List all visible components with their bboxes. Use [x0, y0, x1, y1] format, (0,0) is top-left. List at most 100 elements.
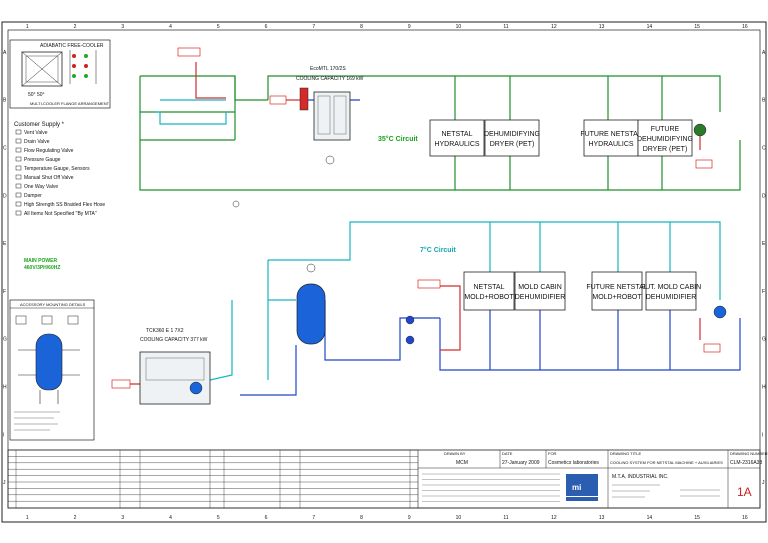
upper-equipment-caption: COOLING CAPACITY 169 kW [296, 76, 364, 82]
row-marker: F [762, 289, 765, 295]
lower-valve-group [713, 305, 727, 319]
legend-item: Manual Shut Off Valve [24, 175, 74, 181]
column-marker: 12 [551, 515, 557, 521]
column-marker: 4 [169, 515, 172, 521]
row-marker: B [762, 98, 766, 104]
user-unit-box [583, 119, 639, 157]
inset-top: ADIABATIC FREE-COOLER 50° 50° MULTI-COOL… [9, 39, 111, 109]
user-unit-label: DEHUMIDIFYING [484, 131, 540, 138]
for-label: FOR [548, 451, 557, 456]
legend-symbol-icon [15, 183, 22, 189]
upper-circuit-label: 35°C Circuit [378, 135, 418, 143]
legend-symbol-icon [15, 138, 22, 144]
legend-symbol-icon [15, 129, 22, 135]
column-marker: 4 [169, 24, 172, 30]
title-label: DRAWING TITLE [610, 451, 641, 456]
user-unit-label: MOLD+ROBOT [592, 294, 642, 301]
legend-item: High Strength SS Braided Flex Hose [24, 202, 105, 208]
row-marker: I [762, 432, 763, 438]
company-logo-text: mi [572, 483, 581, 492]
lower-equipment-code: TCK360 E 1 7X2 [146, 328, 184, 334]
air-cooled-chiller [139, 351, 211, 405]
row-marker: H [762, 385, 766, 391]
buffer-tank [296, 283, 326, 345]
user-unit-label: DEHUMIDIFIER [515, 294, 566, 301]
upper-valve-group [693, 123, 707, 137]
legend-symbol-icon [15, 147, 22, 153]
upper-equipment-code: EcoMTL 170/2S [310, 66, 346, 72]
adiabatic-cooler [313, 91, 351, 141]
row-marker: J [3, 480, 6, 486]
column-marker: 13 [599, 24, 605, 30]
legend-symbol-icon [15, 174, 22, 180]
row-marker: C [3, 146, 7, 152]
column-marker: 7 [312, 515, 315, 521]
dwg-label: DRAWING NUMBER [730, 451, 768, 456]
row-marker: G [762, 337, 766, 343]
user-unit-label: DRYER (PET) [490, 141, 535, 148]
heat-exchanger-upper [299, 87, 309, 111]
column-marker: 8 [360, 515, 363, 521]
user-unit-label: FUTURE NETSTAL [580, 131, 641, 138]
user-unit-label: DEHUMIDIFIER [646, 294, 697, 301]
lower-circuit-label: 7°C Circuit [420, 246, 457, 254]
column-marker: 2 [74, 24, 77, 30]
column-marker: 15 [694, 24, 700, 30]
legend-symbol-icon [15, 201, 22, 207]
user-unit-box [645, 271, 697, 311]
row-marker: H [3, 385, 7, 391]
legend-item: Temperature Gauge, Sensors [24, 166, 90, 172]
upper-equipment: EcoMTL 170/2S COOLING CAPACITY 169 kW 35… [177, 47, 713, 208]
lower-circuit-piping [130, 221, 741, 396]
date-label: DATE [502, 451, 513, 456]
user-unit-label: FUTURE [651, 126, 680, 133]
drawing-frame [1, 21, 767, 523]
user-unit-label: FUT. MOLD CABIN [641, 284, 701, 291]
row-marker: G [3, 337, 7, 343]
column-marker: 14 [647, 515, 653, 521]
inset-bottom-title: ACCESSORY MOUNTING DETAILS [20, 302, 86, 307]
row-marker: D [762, 193, 766, 199]
legend-item: Drain Valve [24, 139, 50, 145]
user-unit-box [591, 271, 643, 311]
company-name: M.T.A. INDUSTRIAL INC. [612, 474, 669, 480]
user-unit-label: NETSTAL [442, 131, 473, 138]
lower-equipment: TCK360 E 1 7X2 COOLING CAPACITY 377 kW 7… [111, 246, 727, 405]
row-marker: I [3, 432, 4, 438]
column-marker: 2 [74, 515, 77, 521]
drawing-border [7, 29, 761, 509]
legend-item: One Way Valve [24, 184, 58, 190]
legend-heading: Customer Supply * [14, 122, 65, 128]
main-power-line2: 460V/3PH/60HZ [24, 265, 60, 271]
column-marker: 3 [121, 24, 124, 30]
user-unit-label: MOLD CABIN [518, 284, 562, 291]
drawn-label: DRAWN BY [444, 451, 466, 456]
column-marker: 6 [265, 515, 268, 521]
main-power-line1: MAIN POWER [24, 258, 57, 264]
company-logo [566, 474, 598, 496]
row-marker: A [3, 50, 7, 56]
inset-bottom: ACCESSORY MOUNTING DETAILS [9, 299, 95, 441]
buffer-tank-detail [35, 333, 63, 391]
row-marker: A [762, 50, 766, 56]
row-marker: E [3, 241, 7, 247]
column-marker: 12 [551, 24, 557, 30]
inset-top-caption: MULTI-COOLER FLANGE ARRANGEMENT [30, 101, 110, 106]
column-markers: 1122334455667788991010111112121313141415… [26, 24, 748, 521]
legend-symbol-icon [15, 210, 22, 216]
legend-item: All Items Not Specified "By MTA" [24, 211, 97, 217]
column-marker: 16 [742, 515, 748, 521]
column-marker: 6 [265, 24, 268, 30]
user-unit-label: DEHUMIDIFYING [637, 136, 693, 143]
legend-item: Pressure Gauge [24, 157, 61, 163]
column-marker: 3 [121, 515, 124, 521]
row-marker: C [762, 146, 766, 152]
column-marker: 14 [647, 24, 653, 30]
drawn-by: MCM [456, 460, 468, 466]
revision: 1A [737, 485, 752, 499]
